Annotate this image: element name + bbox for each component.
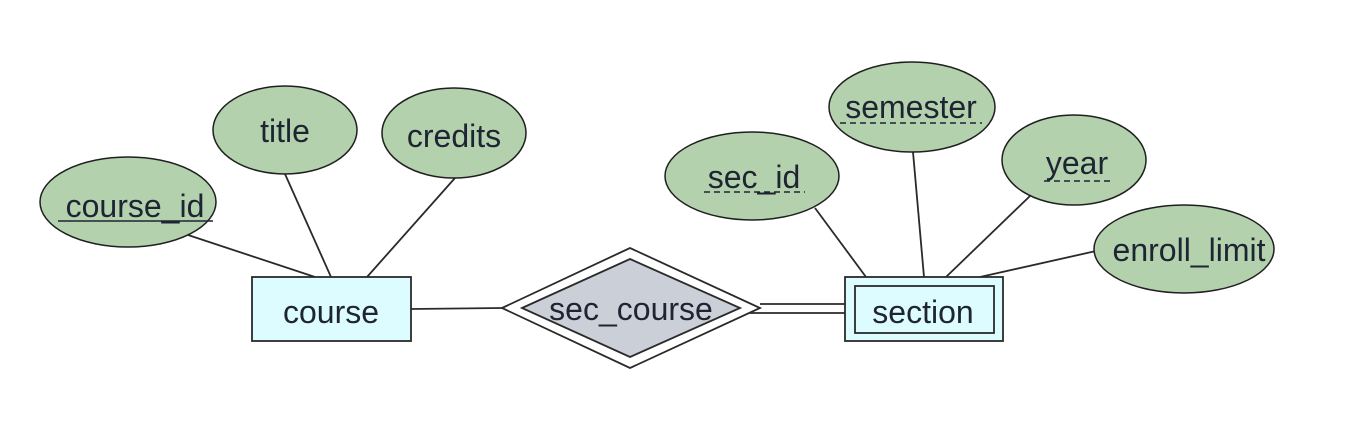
attribute-course_id[interactable]: course_id [39,156,217,248]
attribute-semester-label: semester [845,89,977,125]
connector-sec_id-section [814,207,867,278]
attribute-semester-shape [828,61,996,153]
attribute-credits[interactable]: credits [381,87,527,179]
attribute-credits-shape [381,87,527,179]
entity-section[interactable]: section [844,276,1004,342]
attribute-semester[interactable]: semester [828,61,996,153]
attribute-course_id-label: course_id [66,188,205,224]
connector-title-course [284,173,332,278]
attribute-sec_id-shape [664,131,840,221]
connector-enroll_limit-section [979,250,1097,278]
attribute-credits-label: credits [407,118,501,154]
attribute-enroll_limit-label: enroll_limit [1113,232,1266,268]
attribute-title[interactable]: title [212,85,358,175]
attribute-enroll_limit[interactable]: enroll_limit [1093,204,1275,294]
relationship-sec_course-inner-diamond [519,258,743,358]
connector-year-section [945,195,1031,278]
relationship-sec_course-label: sec_course [549,291,713,327]
entity-course[interactable]: course [251,276,412,342]
entity-section-inner-box [854,285,995,334]
entity-section-label: section [872,294,973,330]
attribute-year-label: year [1046,145,1109,181]
connector-semester-section [912,151,925,278]
attribute-course_id-shape [39,156,217,248]
entity-course-box [251,276,412,342]
attribute-title-label: title [260,113,310,149]
attribute-sec_id-label: sec_id [708,159,801,195]
relationship-sec_course[interactable]: sec_course [499,247,763,369]
attribute-enroll_limit-shape [1093,204,1275,294]
connector-course_id-course [187,234,316,278]
entity-course-label: course [283,294,379,330]
attribute-year[interactable]: year [1001,114,1147,206]
attribute-year-shape [1001,114,1147,206]
connector-credits-course [366,177,456,278]
attribute-title-shape [212,85,358,175]
attribute-sec_id[interactable]: sec_id [664,131,840,221]
connector-course-sec_course [410,307,503,310]
